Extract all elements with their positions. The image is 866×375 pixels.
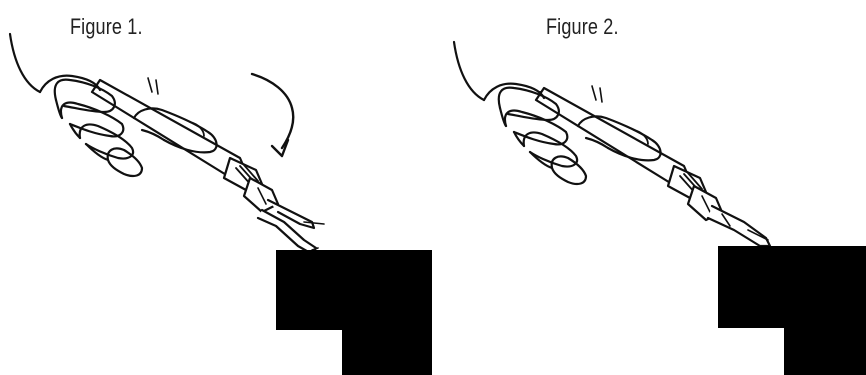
rotate-arrow-icon <box>252 74 293 156</box>
hook-clip-closed-icon <box>708 206 770 246</box>
probe-icon <box>536 88 722 220</box>
figure-2 <box>454 42 770 246</box>
probe-icon <box>92 80 278 212</box>
block-icon <box>276 250 432 375</box>
block-icon <box>718 246 866 375</box>
figure-1 <box>10 34 324 254</box>
